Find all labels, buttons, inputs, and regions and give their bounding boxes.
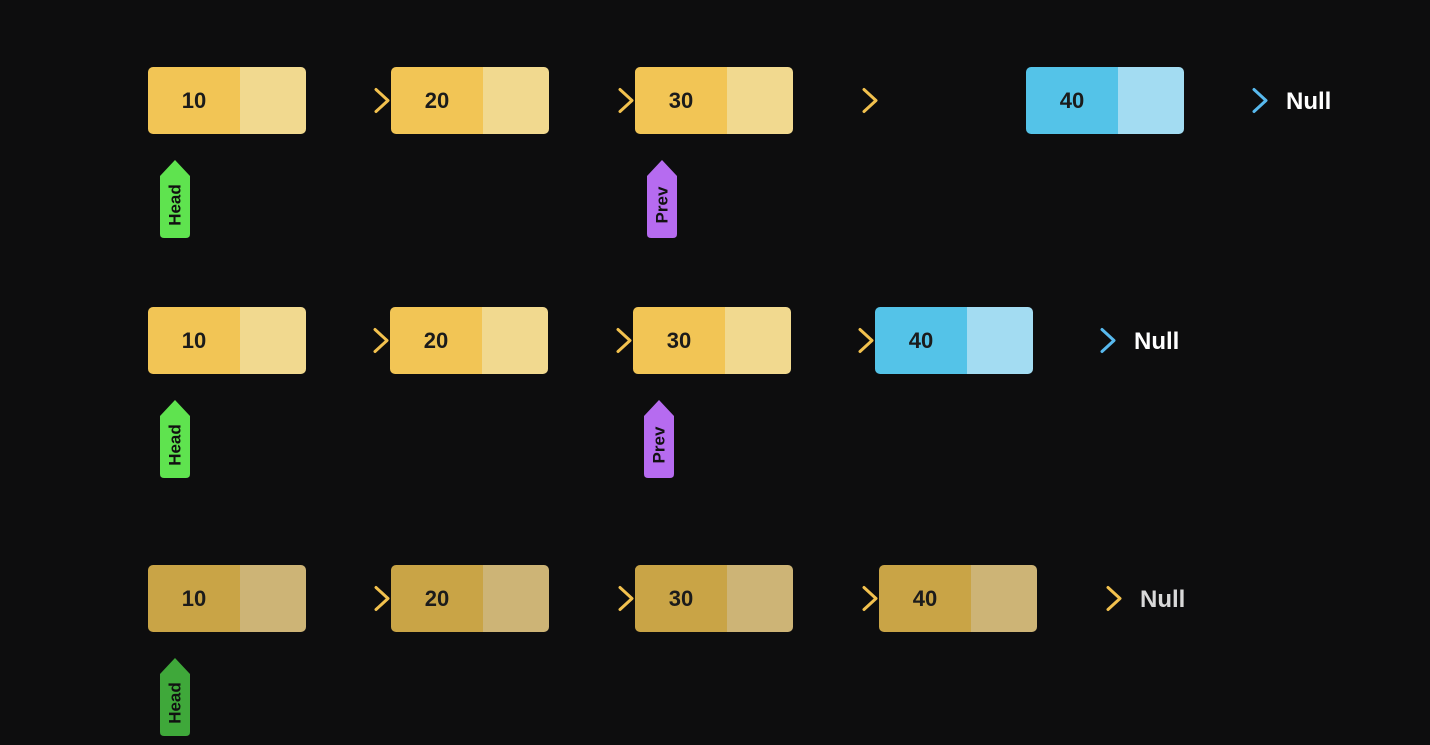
prev-pointer-tag: Prev [647, 160, 677, 238]
list-node: 30 [635, 565, 793, 632]
node-next-pointer [240, 67, 306, 134]
node-value: 20 [391, 565, 483, 632]
head-pointer-tag: Head [160, 160, 190, 238]
list-node: 20 [391, 67, 549, 134]
node-next-pointer [967, 307, 1033, 374]
node-value: 40 [1026, 67, 1118, 134]
list-node: 40 [875, 307, 1033, 374]
pointer-label: Head [166, 424, 185, 466]
null-label: Null [1140, 585, 1186, 613]
head-pointer-tag: Head [160, 400, 190, 478]
node-next-pointer [483, 565, 549, 632]
node-value: 10 [148, 67, 240, 134]
pointer-label: Head [166, 682, 185, 724]
node-value: 40 [875, 307, 967, 374]
pointer-label: Head [166, 184, 185, 226]
node-next-pointer [727, 67, 793, 134]
list-node: 40 [879, 565, 1037, 632]
node-value: 10 [148, 565, 240, 632]
node-next-pointer [240, 307, 306, 374]
node-next-pointer [725, 307, 791, 374]
node-value: 40 [879, 565, 971, 632]
node-value: 30 [635, 67, 727, 134]
head-pointer-tag: Head [160, 658, 190, 736]
list-node: 10 [148, 565, 306, 632]
list-node: 30 [633, 307, 791, 374]
node-next-pointer [727, 565, 793, 632]
node-value: 10 [148, 307, 240, 374]
node-next-pointer [240, 565, 306, 632]
prev-pointer-tag: Prev [644, 400, 674, 478]
null-label: Null [1286, 87, 1332, 115]
pointer-label: Prev [653, 186, 672, 223]
node-next-pointer [483, 67, 549, 134]
list-node: 20 [391, 565, 549, 632]
list-node: 20 [390, 307, 548, 374]
list-node: 10 [148, 67, 306, 134]
node-value: 20 [390, 307, 482, 374]
node-value: 30 [633, 307, 725, 374]
list-node: 30 [635, 67, 793, 134]
node-value: 20 [391, 67, 483, 134]
null-label: Null [1134, 327, 1180, 355]
list-node: 10 [148, 307, 306, 374]
pointer-label: Prev [650, 426, 669, 463]
node-next-pointer [971, 565, 1037, 632]
list-node: 40 [1026, 67, 1184, 134]
node-next-pointer [1118, 67, 1184, 134]
node-value: 30 [635, 565, 727, 632]
node-next-pointer [482, 307, 548, 374]
